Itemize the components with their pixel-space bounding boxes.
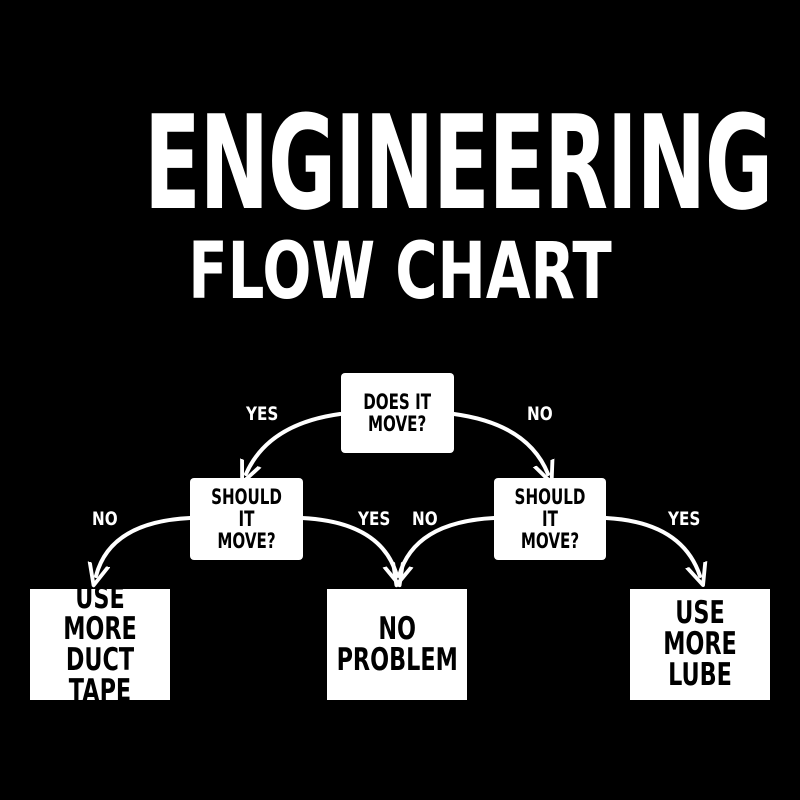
result-no-problem-label: NO PROBLEM bbox=[336, 610, 458, 678]
node-does-it-move-label: DOES IT MOVE? bbox=[363, 390, 432, 436]
arrow-root-no bbox=[452, 412, 548, 474]
arrow-root-yes bbox=[246, 412, 342, 474]
label-right-yes: YES bbox=[668, 508, 701, 530]
arrow-right-yes bbox=[604, 516, 700, 576]
label-left-yes: YES bbox=[358, 508, 391, 530]
poster-subtitle: FLOW CHART bbox=[188, 227, 612, 317]
node-should-it-move-left: SHOULD IT MOVE? bbox=[190, 478, 303, 560]
result-use-more-lube: USE MORE LUBE bbox=[630, 589, 770, 700]
label-root-yes: YES bbox=[246, 403, 279, 425]
arrow-right-no bbox=[399, 516, 496, 576]
node-does-it-move: DOES IT MOVE? bbox=[341, 373, 454, 453]
result-use-more-duct-tape-label: USE MORE DUCT TAPE bbox=[63, 579, 137, 709]
label-root-no: NO bbox=[527, 403, 553, 425]
node-should-it-move-right-label: SHOULD IT MOVE? bbox=[514, 485, 586, 553]
result-no-problem: NO PROBLEM bbox=[327, 589, 467, 700]
node-should-it-move-right: SHOULD IT MOVE? bbox=[494, 478, 606, 560]
result-use-more-duct-tape: USE MORE DUCT TAPE bbox=[30, 582, 170, 706]
node-should-it-move-left-label: SHOULD IT MOVE? bbox=[211, 485, 282, 553]
label-right-no: NO bbox=[412, 508, 438, 530]
label-left-no: NO bbox=[92, 508, 118, 530]
result-use-more-lube-label: USE MORE LUBE bbox=[663, 595, 737, 693]
arrow-left-no bbox=[96, 516, 192, 576]
